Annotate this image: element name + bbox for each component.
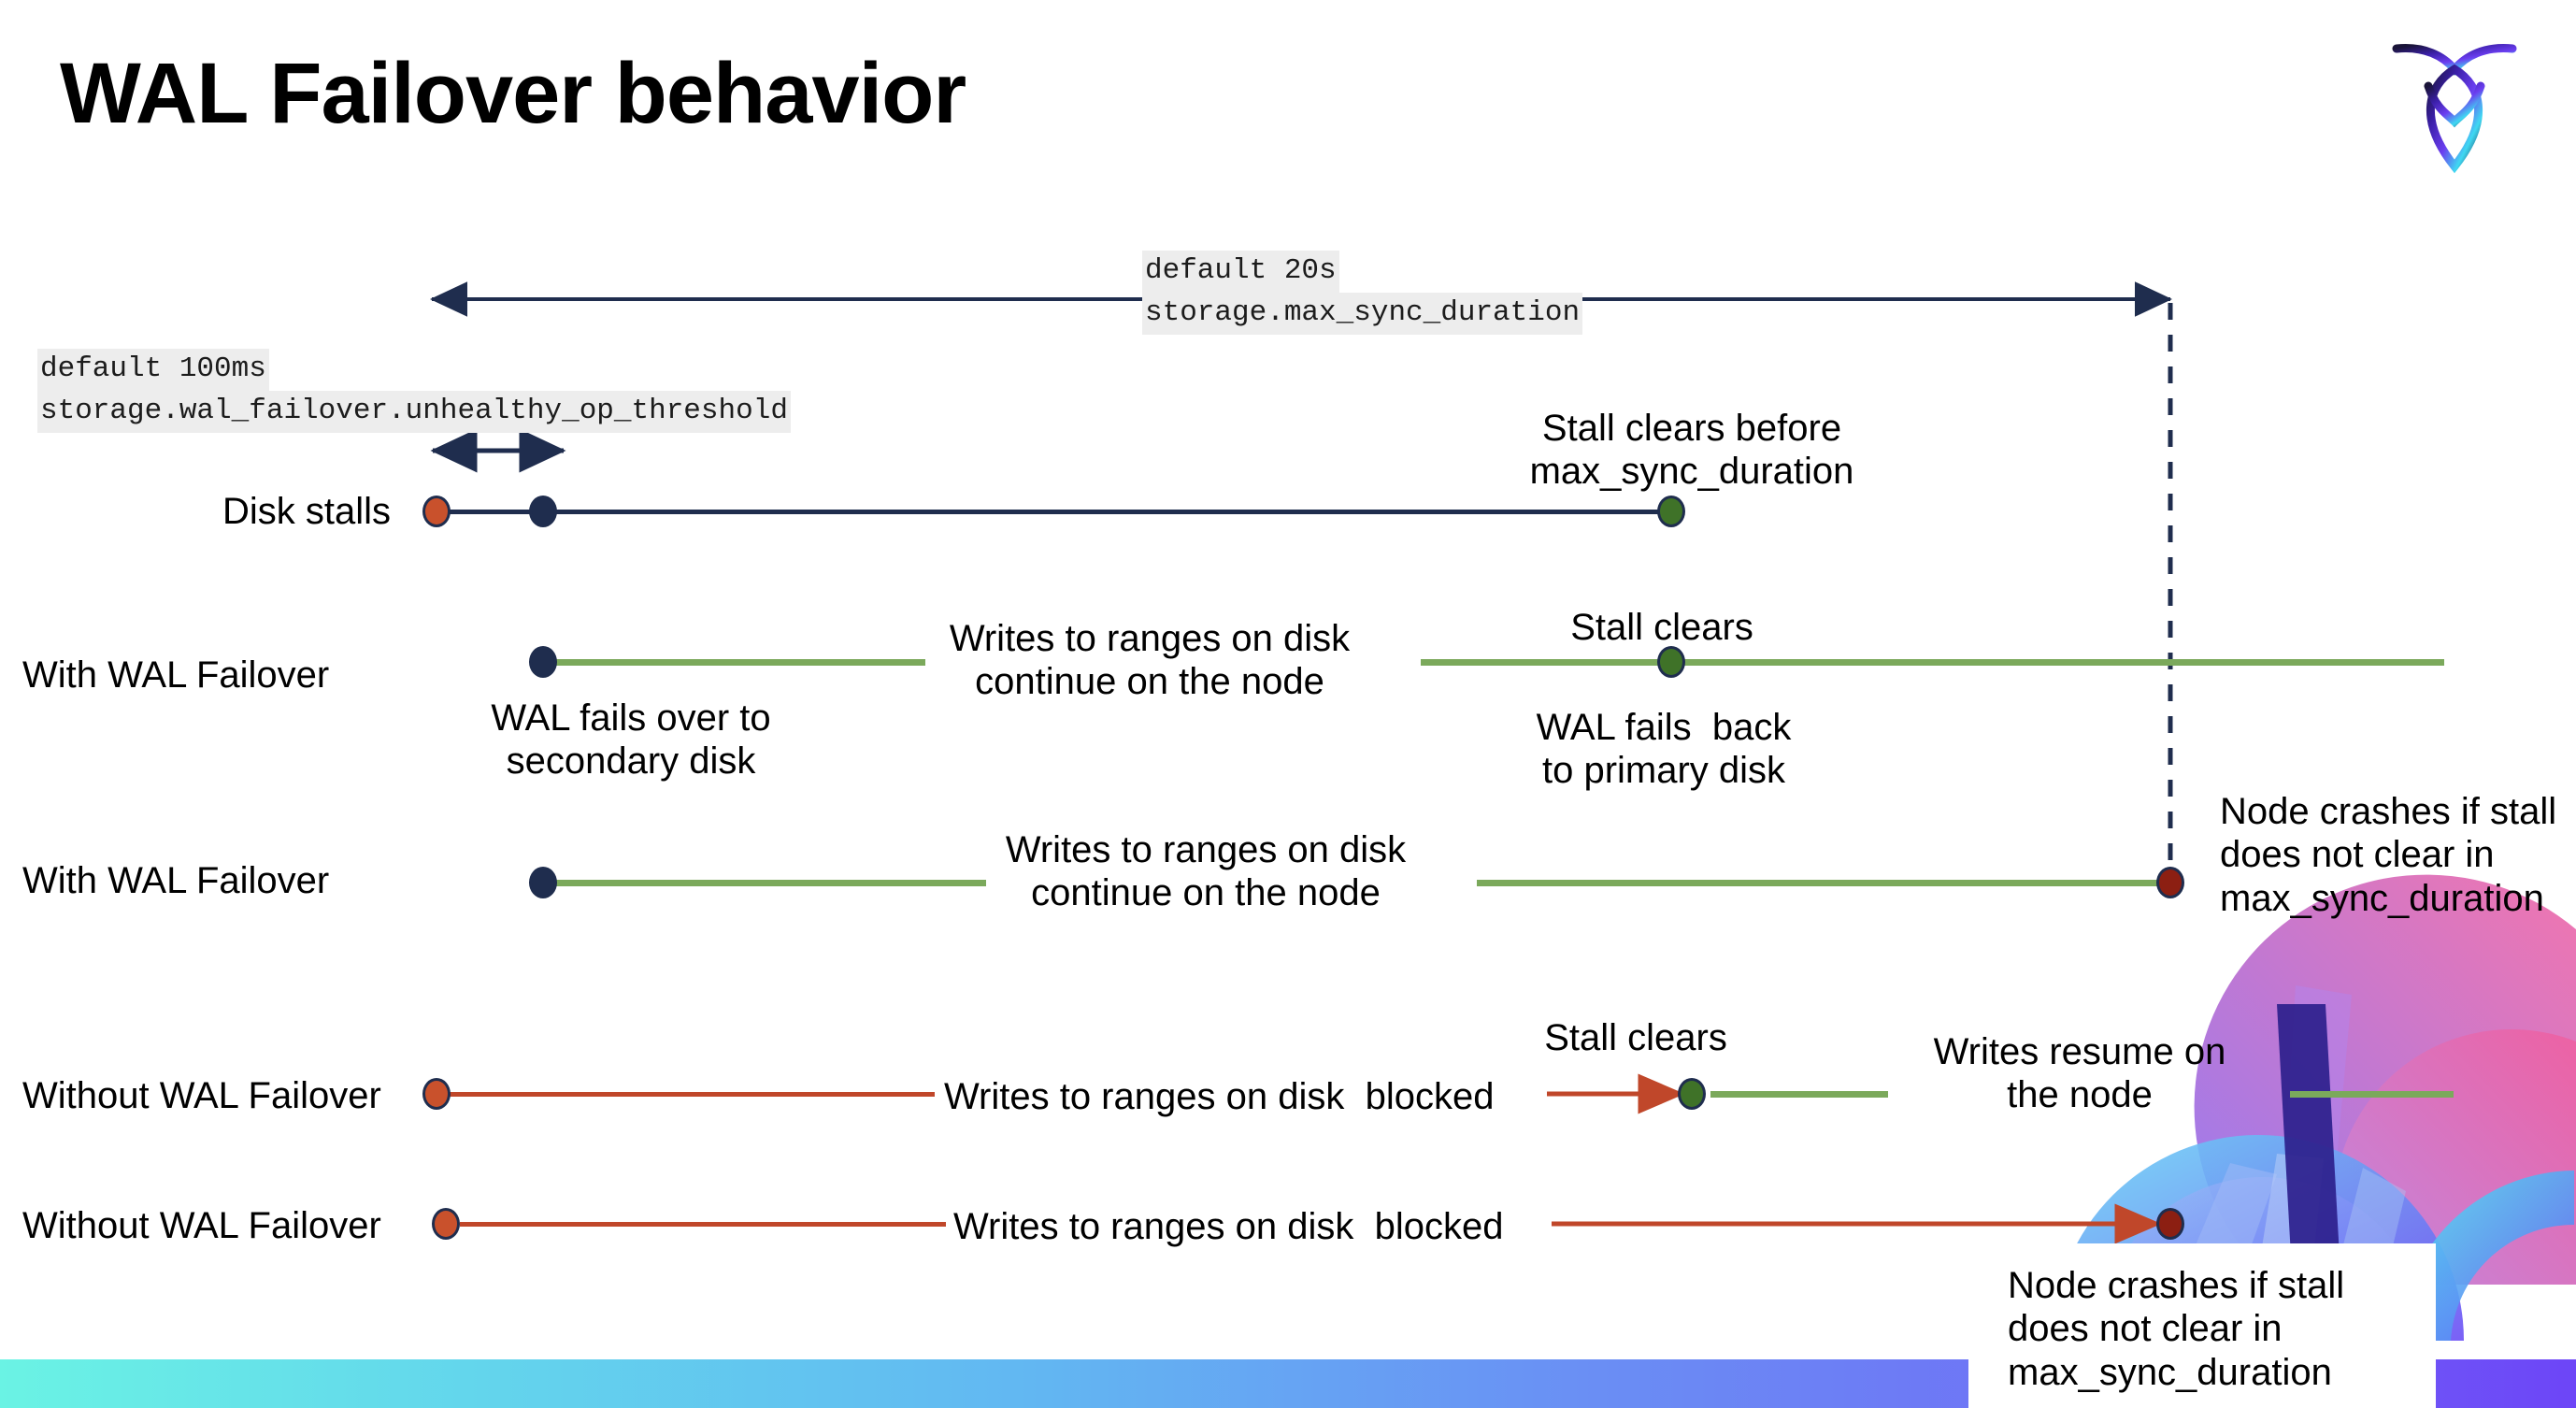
without-failover-recovers-resume-segment-1 (1710, 1091, 1888, 1098)
without-failover-recovers-blocked-line (449, 1092, 935, 1097)
disk-stalls-timeline (436, 510, 1679, 514)
max-sync-setting-name: storage.max_sync_duration (1142, 292, 1583, 335)
without-failover-recovers-resume-segment-2 (2290, 1091, 2454, 1098)
with-failover-crash-node-crash-dot (2156, 867, 2184, 898)
unhealthy-op-default-value: default 100ms (37, 349, 269, 391)
without-failover-recovers-start-dot (422, 1078, 451, 1110)
note-writes-blocked-row4: Writes to ranges on disk blocked (944, 1076, 1495, 1117)
without-failover-recovers-stall-clear-dot (1678, 1078, 1706, 1110)
note-writes-continue-row2: Writes to ranges on disk continue on the… (949, 618, 1351, 703)
note-stall-clears-row4: Stall clears (1544, 1017, 1727, 1058)
with-failover-recovers-segment-2 (1421, 659, 2444, 666)
disk-stalls-clear-dot (1657, 496, 1685, 527)
with-failover-recovers-stall-clear-dot (1657, 646, 1685, 678)
without-failover-crash-start-dot (432, 1208, 460, 1240)
with-failover-recovers-failover-dot (529, 646, 557, 678)
bottom-callout-box: Node crashes if stall does not clear in … (1968, 1243, 2436, 1408)
page-title: WAL Failover behavior (60, 46, 966, 141)
row-label-without-wal-failover-crash: Without WAL Failover (22, 1205, 381, 1246)
note-stall-clears-before-max-sync: Stall clears before max_sync_duration (1529, 408, 1854, 493)
cockroachdb-logo (2382, 28, 2527, 178)
note-node-crashes-row5: Node crashes if stall does not clear in … (2008, 1265, 2345, 1393)
with-failover-crash-segment-2 (1477, 880, 2173, 886)
without-failover-crash-node-crash-dot (2156, 1208, 2184, 1240)
max-sync-default-value: default 20s (1142, 251, 1339, 293)
annotation-unhealthy-op-threshold: default 100ms storage.wal_failover.unhea… (37, 349, 791, 433)
note-writes-blocked-row5: Writes to ranges on disk blocked (953, 1206, 1504, 1247)
disk-stalls-start-dot (422, 496, 451, 527)
unhealthy-op-setting-name: storage.wal_failover.unhealthy_op_thresh… (37, 390, 791, 433)
disk-stalls-failover-threshold-dot (529, 496, 557, 527)
row-label-with-wal-failover-crash: With WAL Failover (22, 860, 330, 901)
with-failover-recovers-segment-1 (542, 659, 925, 666)
row-label-with-wal-failover-recovers: With WAL Failover (22, 654, 330, 696)
with-failover-crash-segment-1 (542, 880, 986, 886)
with-failover-crash-failover-dot (529, 867, 557, 898)
note-wal-fails-back: WAL fails back to primary disk (1536, 707, 1792, 792)
note-writes-continue-row3: Writes to ranges on disk continue on the… (1005, 829, 1407, 914)
note-writes-resume: Writes resume on the node (1933, 1031, 2226, 1116)
note-wal-fails-over: WAL fails over to secondary disk (491, 697, 771, 783)
row-label-disk-stalls: Disk stalls (222, 491, 392, 532)
without-failover-crash-blocked-line (460, 1222, 946, 1227)
row-label-without-wal-failover-recovers: Without WAL Failover (22, 1075, 381, 1116)
note-node-crashes-row3: Node crashes if stall does not clear in … (2220, 791, 2557, 919)
note-stall-clears-row2: Stall clears (1570, 607, 1753, 648)
annotation-max-sync-duration: default 20s storage.max_sync_duration (1142, 251, 1583, 335)
